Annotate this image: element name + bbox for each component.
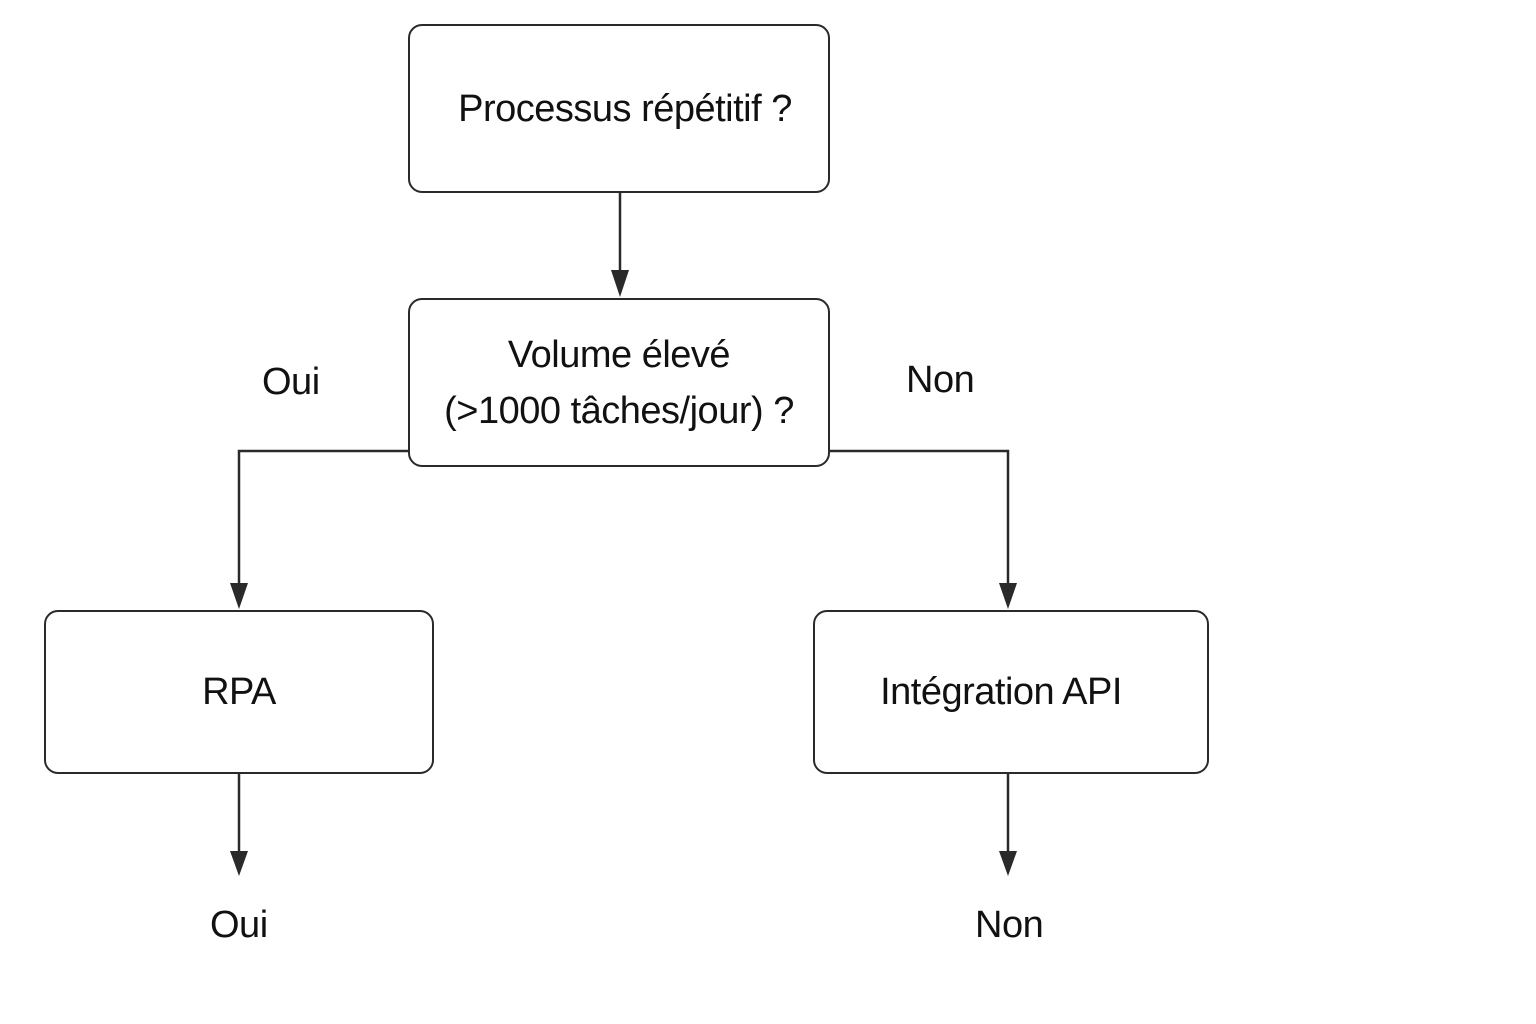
arrowhead-api-to-outcome (999, 851, 1017, 876)
arrowhead-rpa-to-outcome (230, 851, 248, 876)
node-api-integration: Intégration API (813, 610, 1209, 774)
node-repetitive-process: Processus répétitif ? (408, 24, 830, 193)
node-high-volume-label-line1: Volume élevé (507, 333, 731, 376)
edge-label-yes: Oui (262, 361, 320, 403)
outcome-no: Non (975, 904, 1044, 946)
node-rpa: RPA (44, 610, 434, 774)
arrow-q2-to-rpa (237, 449, 408, 590)
arrow-q2-to-api (830, 449, 1010, 590)
arrowhead-q1-to-q2 (611, 270, 629, 297)
node-api-integration-label: Intégration API (880, 671, 1122, 713)
node-high-volume-label-line2: (>1000 tâches/jour) ? (444, 389, 794, 432)
edge-label-no: Non (906, 359, 975, 401)
outcome-yes: Oui (210, 904, 268, 946)
node-repetitive-process-label: Processus répétitif ? (458, 87, 792, 130)
node-rpa-label: RPA (202, 671, 276, 713)
arrowhead-q2-to-rpa (230, 583, 248, 609)
node-high-volume: Volume élevé (>1000 tâches/jour) ? (408, 298, 830, 467)
arrowhead-q2-to-api (999, 583, 1017, 609)
